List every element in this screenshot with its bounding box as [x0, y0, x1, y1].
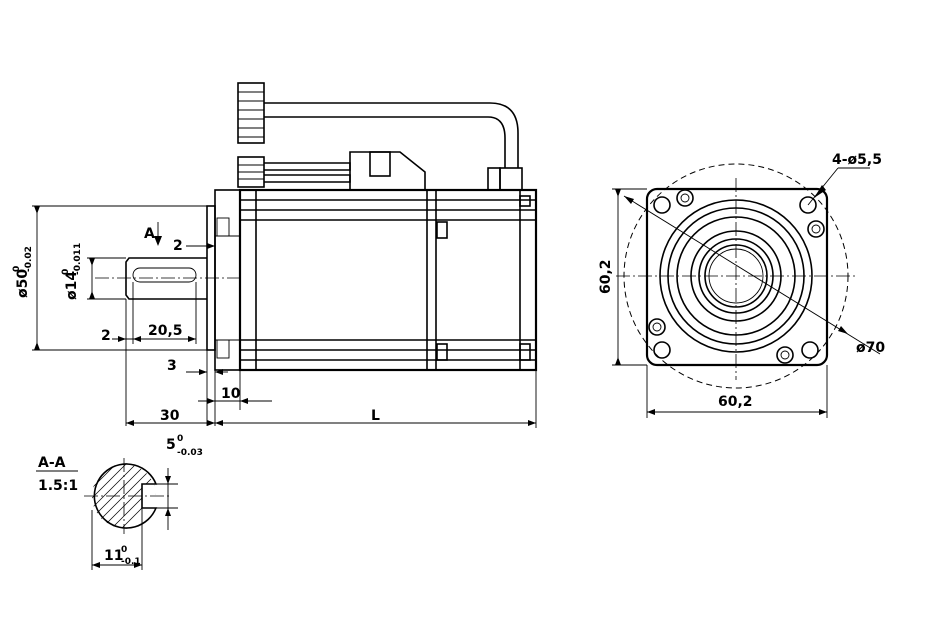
body-length-label: L	[371, 408, 380, 424]
key-width-label: 5	[166, 437, 176, 453]
shaft-keyway	[132, 267, 197, 283]
flange-thickness-label: 10	[221, 386, 241, 402]
side-view: A ø50 0 -0.02 ø14 0	[12, 82, 538, 428]
side-dimensions: ø50 0 -0.02 ø14 0 -0.011 2	[12, 205, 537, 428]
mount-hole-tr	[799, 196, 817, 214]
section-title: A-A	[38, 455, 66, 471]
section-view: A-A 1.5:1 5 0 -0.03	[36, 434, 203, 570]
key-depth-label: 11	[104, 548, 123, 564]
key-length-label: 20,5	[148, 323, 183, 339]
shaft-length-label: 30	[160, 408, 180, 424]
section-scale: 1.5:1	[38, 478, 78, 494]
key-width-tol-upper: 0	[177, 434, 183, 444]
flange-outline	[645, 187, 829, 367]
front-dimensions: 4-ø5,5 60,2 60,2 ø70	[598, 152, 885, 418]
shaft	[95, 257, 240, 300]
section-marker: A	[144, 222, 162, 246]
holes-label: 4-ø5,5	[832, 152, 882, 168]
flange-dia-tol-upper: 0	[12, 266, 22, 272]
shaft-dia-tol-lower: -0.011	[73, 243, 83, 275]
mount-hole-tl	[653, 196, 671, 214]
shaft-dia-label: ø14	[64, 271, 80, 300]
height-label: 60,2	[598, 259, 614, 294]
motor-body	[238, 188, 538, 372]
flange-dia-tol-lower: -0.02	[24, 246, 34, 272]
mounting-flange	[206, 189, 241, 371]
flange-bolt-hole-bottom	[216, 339, 230, 359]
chamfer-label: 2	[173, 238, 183, 254]
key-depth-tol-upper: 0	[121, 545, 127, 555]
cable-connectors	[237, 82, 523, 191]
key-width-tol-lower: -0.03	[177, 448, 203, 458]
bolt-circle-label: ø70	[856, 340, 885, 356]
key-offset-label: 2	[101, 328, 111, 344]
pilot-length-label: 3	[167, 358, 177, 374]
front-view: 4-ø5,5 60,2 60,2 ø70	[598, 152, 885, 418]
mount-hole-bl	[653, 341, 671, 359]
mount-hole-br	[801, 341, 819, 359]
encoder-connector	[237, 82, 265, 144]
flange-dia-label: ø50	[15, 269, 31, 298]
section-marker-label: A	[144, 226, 155, 242]
key-depth-tol-lower: -0.1	[121, 557, 141, 567]
shaft-dia-tol-upper: 0	[61, 269, 71, 275]
shaft-section-outline	[93, 463, 158, 529]
flange-bolt-hole-top	[216, 217, 230, 237]
width-label: 60,2	[718, 394, 753, 410]
